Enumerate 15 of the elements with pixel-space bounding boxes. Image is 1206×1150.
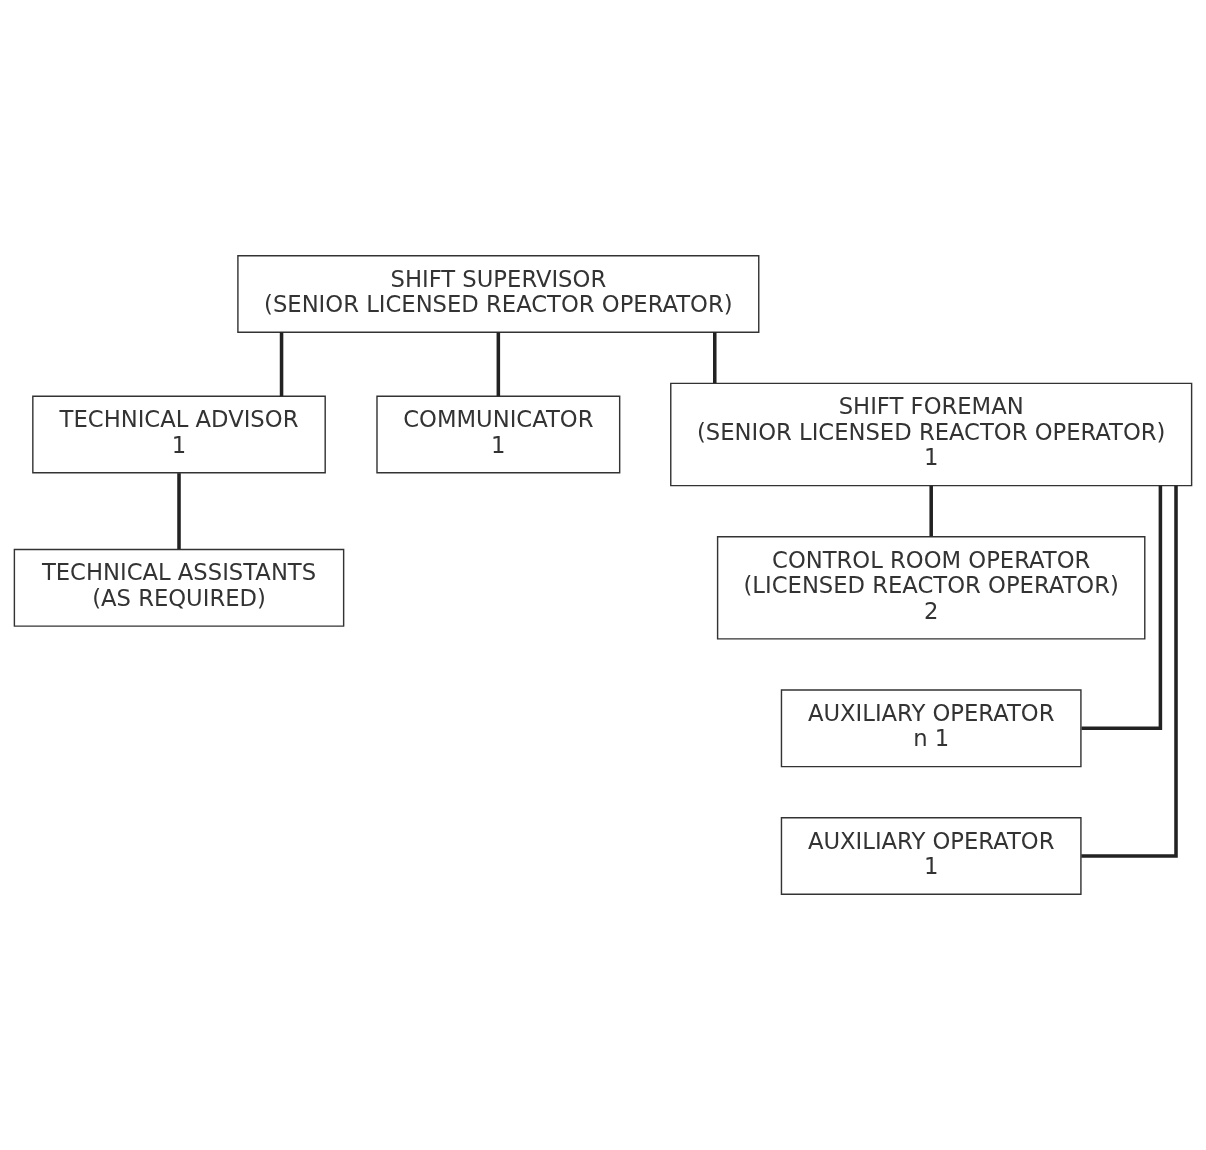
connector [496,332,501,397]
connector [713,332,717,383]
node-box: COMMUNICATOR 1 [376,395,621,474]
node-box: AUXILIARY OPERATOR 1 [780,817,1082,896]
node-box: SHIFT SUPERVISOR (SENIOR LICENSED REACTOR OPERATOR) [237,254,760,333]
connector [1081,485,1163,731]
connector [1081,485,1178,858]
node-box: SHIFT FOREMAN (SENIOR LICENSED REACTOR OPERATOR) 1 [670,382,1193,487]
connector [279,332,284,397]
node-box: TECHNICAL ADVISOR 1 [32,395,326,474]
connector [929,485,933,537]
node-box: CONTROL ROOM OPERATOR (LICENSED REACTOR OPERATOR) 2 [716,535,1146,640]
connector [177,473,181,550]
node-box: TECHNICAL ASSISTANTS (AS REQUIRED) [13,548,345,627]
node-box: AUXILIARY OPERATOR n 1 [780,689,1082,768]
